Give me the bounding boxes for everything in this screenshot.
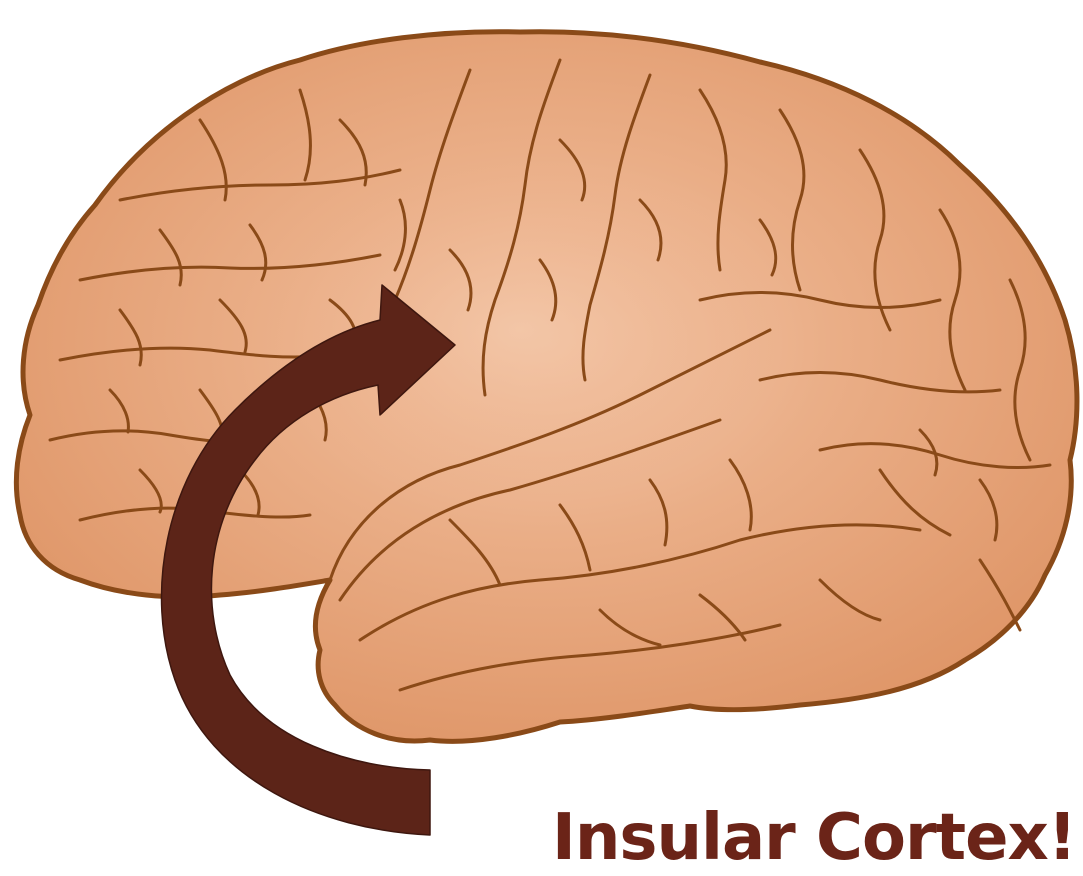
brain-diagram <box>0 0 1083 844</box>
diagram-caption: Insular Cortex! <box>552 800 1076 876</box>
